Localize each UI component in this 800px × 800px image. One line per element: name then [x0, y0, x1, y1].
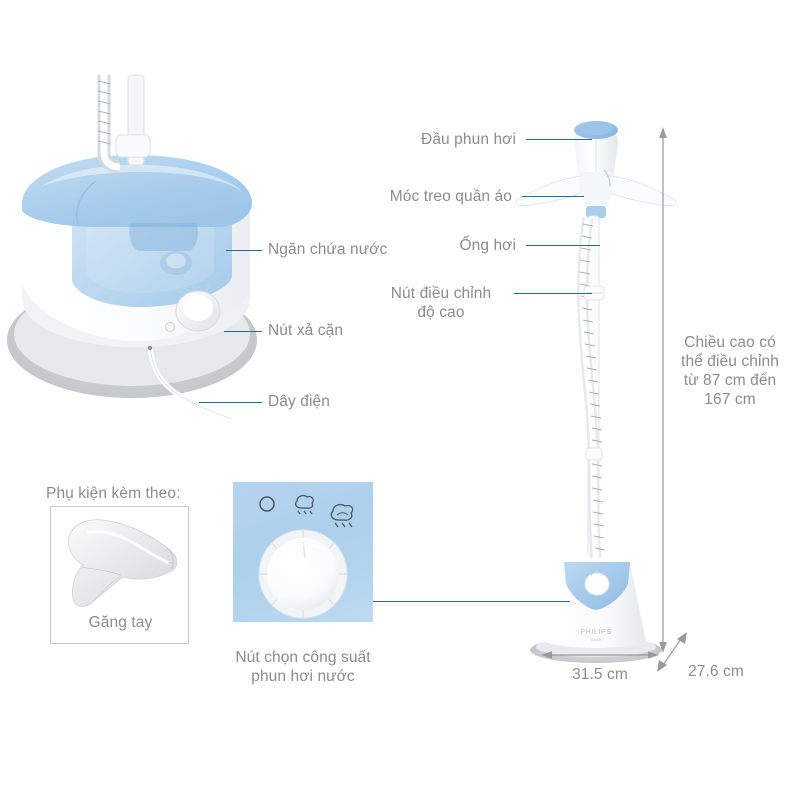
dimension-depth-text: 27.6 cm: [688, 663, 744, 680]
tank-lid: [22, 155, 252, 227]
steam-power-dial[interactable]: [258, 529, 348, 619]
leader-steam-hose: [526, 245, 600, 246]
leader-control-panel: [362, 601, 570, 602]
leader-drain-knob: [224, 331, 262, 332]
power-off-icon: [259, 496, 275, 512]
height-dimension-arrow: [659, 127, 667, 653]
knob-scale-marks: [175, 282, 211, 294]
steam-high-icon: [330, 504, 354, 528]
leader-height-adjust: [514, 293, 592, 294]
accessory-item-glove: Găng tay: [50, 506, 189, 644]
callout-steam-hose: Ống hơi: [459, 237, 516, 254]
hose-clip: [115, 134, 151, 158]
tank-valve: [160, 251, 192, 275]
base-unit-illustration: [7, 74, 257, 422]
glove-body: [68, 519, 178, 607]
drain-knob-illustration: [175, 290, 221, 332]
full-steamer-stand-illustration: PHILIPS Style: [515, 121, 677, 663]
callout-steam-head: Đầu phun hơi: [421, 131, 516, 148]
callout-clothes-hanger: Móc treo quần áo: [389, 188, 512, 205]
callout-drain-knob: Nút xả cặn: [268, 322, 344, 339]
clothes-hanger-arms: [515, 169, 677, 207]
accessories-heading: Phụ kiện kèm theo:: [46, 485, 181, 502]
depth-dimension-arrow: [657, 632, 687, 672]
dimension-width-text: 31.5 cm: [572, 666, 628, 683]
steam-low-icon: [295, 494, 314, 515]
leader-clothes-hanger: [522, 196, 584, 197]
tank-handle-notch: [129, 223, 198, 251]
head-collar: [586, 206, 606, 218]
panel-mini-icon: [164, 321, 176, 333]
hose-stub: [97, 75, 121, 174]
control-panel-illustration: [233, 482, 373, 622]
leader-steam-head: [526, 139, 592, 140]
pole-joint-clip: [585, 447, 603, 461]
leader-power-cord: [199, 402, 262, 403]
brand-mark: PHILIPS: [580, 629, 611, 636]
leader-water-tank: [226, 250, 262, 251]
stand-base-unit: PHILIPS Style: [530, 562, 662, 663]
stand-dial: [584, 572, 610, 596]
svg-text:Style: Style: [591, 637, 602, 642]
accessory-label-glove: Găng tay: [88, 614, 153, 631]
callout-power-cord: Dây điện: [268, 393, 330, 410]
width-dimension-arrow: [541, 651, 659, 659]
glove-illustration: [68, 519, 178, 607]
callout-water-tank: Ngăn chứa nước: [268, 241, 388, 258]
